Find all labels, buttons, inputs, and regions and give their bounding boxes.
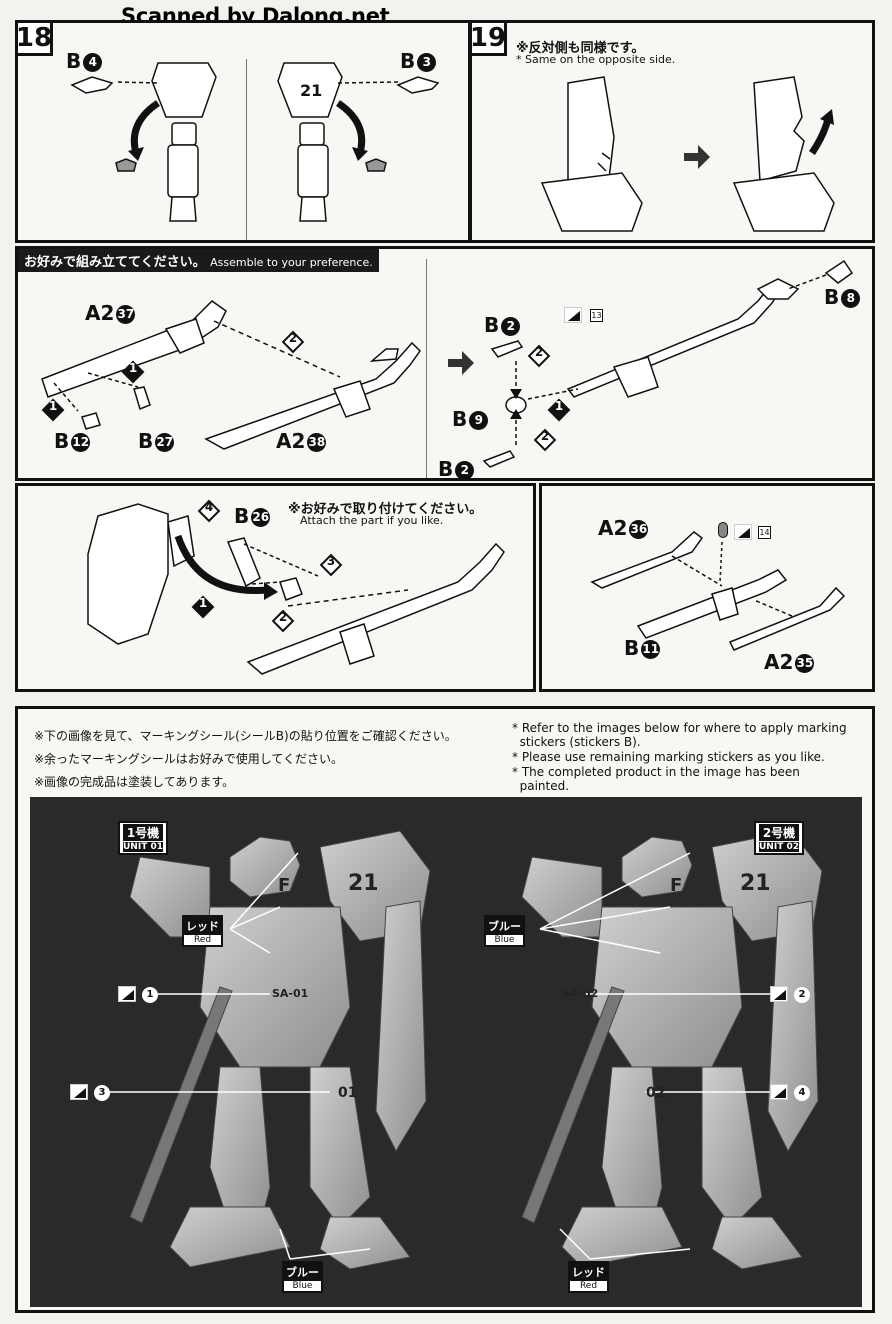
rifle-assembled-illustration bbox=[482, 259, 854, 468]
marking-panel: ※下の画像を見て、マーキングシール(シールB)の貼り位置をご確認ください。 ※余… bbox=[15, 706, 875, 1313]
diamond-step-3: 3 bbox=[319, 553, 343, 577]
sticker-callout-2-icon bbox=[770, 986, 788, 1002]
unit-2-chest-marking: SA-02 bbox=[562, 987, 599, 1000]
attach-panel: ※お好みで取り付けてください。 Attach the part if you l… bbox=[15, 483, 536, 692]
diamond-step-2a: 2 bbox=[281, 330, 305, 354]
marking-note-jp-1: ※下の画像を見て、マーキングシール(シールB)の貼り位置をご確認ください。 bbox=[34, 729, 457, 743]
diamond-step-2b: 2 bbox=[527, 344, 551, 368]
shoulder-number-21: 21 bbox=[300, 81, 323, 100]
sticker-capsule-icon bbox=[718, 522, 728, 538]
step-19-note-en: * Same on the opposite side. bbox=[516, 53, 676, 66]
center-divider bbox=[246, 59, 247, 240]
sidebox-rifle-illustration bbox=[590, 531, 846, 651]
rifle-parts-illustration bbox=[41, 300, 474, 450]
unit-1-flag-marking: F bbox=[278, 875, 291, 896]
sticker-number-13: 13 bbox=[590, 309, 603, 322]
sticker-callout-1: 1 bbox=[142, 987, 158, 1003]
step-18-number: 18 bbox=[18, 23, 53, 56]
unit-2-shoulder-marking: 21 bbox=[740, 871, 771, 896]
unit-01-tag: 1号機 UNIT 01 bbox=[118, 821, 168, 855]
diamond-step-1a: 1 bbox=[121, 360, 145, 384]
diamond-step-2d: 2 bbox=[271, 609, 295, 633]
marking-note-en-3: * Please use remaining marking stickers … bbox=[512, 750, 825, 764]
marking-note-jp-2: ※余ったマーキングシールはお好みで使用してください。 bbox=[34, 752, 343, 766]
step-19-note-jp: ※反対側も同様です。 bbox=[516, 41, 645, 56]
attach-note-en: Attach the part if you like. bbox=[300, 514, 444, 527]
step-19-number: 19 bbox=[472, 23, 507, 56]
assemble-banner: お好みで組み立ててください。 Assemble to your preferen… bbox=[18, 249, 379, 272]
sticker-callout-3-icon bbox=[70, 1084, 88, 1100]
unit-1-leg-marking: 01 bbox=[338, 1085, 358, 1101]
marking-note-en-5: painted. bbox=[512, 779, 570, 793]
arm-rifle-illustration bbox=[87, 503, 505, 675]
diamond-step-1b: 1 bbox=[41, 398, 65, 422]
unit-2-flag-marking: F bbox=[670, 875, 683, 896]
leg-illustration-right bbox=[277, 62, 440, 222]
sticker-icon-13 bbox=[564, 307, 582, 323]
sticker-icon-14 bbox=[734, 524, 752, 540]
foot-illustration-after bbox=[732, 76, 835, 232]
foot-illustration-before bbox=[540, 76, 710, 232]
unit-1-chest-marking: SA-01 bbox=[272, 987, 309, 1000]
attach-note-jp: ※お好みで取り付けてください。 bbox=[288, 502, 483, 517]
unit-02-tag: 2号機 UNIT 02 bbox=[754, 821, 804, 855]
completed-model-photo: F 21 SA-01 01 F 21 SA-02 02 1号機 UNIT 01 … bbox=[30, 797, 862, 1307]
sticker-callout-4-icon bbox=[770, 1084, 788, 1100]
assemble-panel: お好みで組み立ててください。 Assemble to your preferen… bbox=[15, 246, 875, 481]
mecha-silhouettes bbox=[108, 830, 823, 1270]
step-19-panel: 19 ※反対側も同様です。 * Same on the opposite sid… bbox=[469, 20, 875, 243]
marking-note-jp-3: ※画像の完成品は塗装してあります。 bbox=[34, 775, 235, 789]
assemble-divider bbox=[426, 259, 427, 478]
marking-note-en-4: * The completed product in the image has… bbox=[512, 765, 800, 779]
sticker-callout-1-icon bbox=[118, 986, 136, 1002]
diamond-step-1c: 1 bbox=[547, 398, 571, 422]
sticker-callout-2: 2 bbox=[794, 987, 810, 1003]
diamond-step-1d: 1 bbox=[191, 595, 215, 619]
sticker-callout-4: 4 bbox=[794, 1085, 810, 1101]
diamond-step-4: 4 bbox=[197, 499, 221, 523]
leg-illustration-left bbox=[70, 62, 217, 222]
sticker-callout-3: 3 bbox=[94, 1085, 110, 1101]
sticker-number-14: 14 bbox=[758, 526, 771, 539]
marking-note-en-2: stickers (stickers B). bbox=[512, 735, 641, 749]
unit-2-leg-marking: 02 bbox=[646, 1085, 666, 1101]
marking-note-en-1: * Refer to the images below for where to… bbox=[512, 721, 847, 735]
unit-1-shoulder-marking: 21 bbox=[348, 871, 379, 896]
diamond-step-2c: 2 bbox=[533, 428, 557, 452]
